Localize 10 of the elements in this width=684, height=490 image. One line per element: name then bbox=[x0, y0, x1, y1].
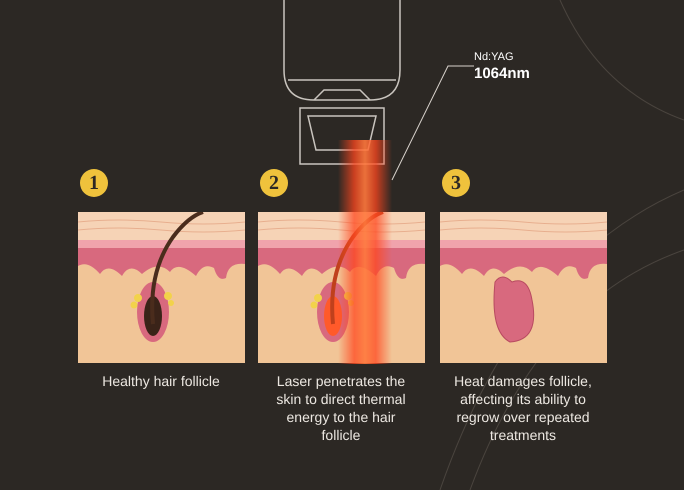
step-caption: Healthy hair follicle bbox=[101, 372, 221, 390]
leader-line bbox=[392, 66, 474, 180]
step-number: 3 bbox=[442, 169, 470, 197]
step-number: 2 bbox=[260, 169, 288, 197]
laser-beam bbox=[338, 140, 392, 364]
laser-type-label: Nd:YAG bbox=[474, 50, 515, 64]
wavelength-label: 1064nm bbox=[474, 64, 531, 83]
step-number: 1 bbox=[80, 169, 108, 197]
step-caption: Laser penetrates the skin to direct thermal energy to the hair follicle bbox=[275, 372, 407, 444]
step-caption: Heat damages follicle, affecting its ability to regrow over repeated treatments bbox=[453, 372, 593, 444]
